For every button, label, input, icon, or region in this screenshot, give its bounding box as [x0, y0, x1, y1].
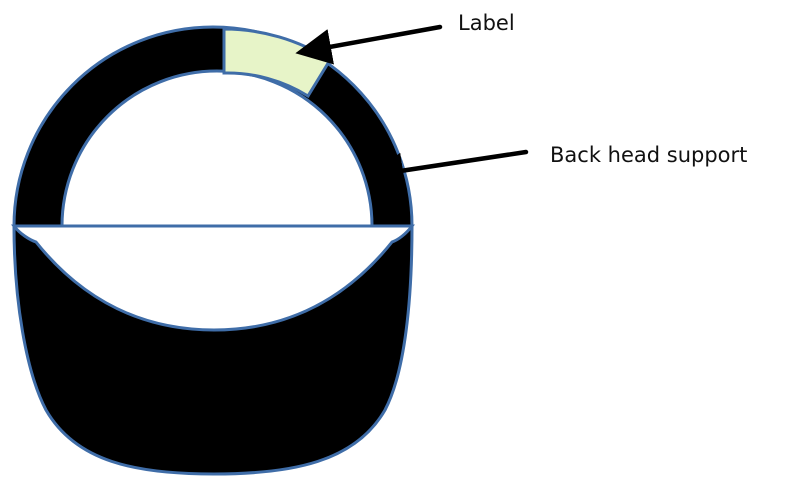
- back-head-support-pointer-arrow: [367, 149, 529, 189]
- label-callout-text: Label: [458, 11, 515, 35]
- inner-opening: [10, 224, 416, 332]
- head-ring: [12, 25, 414, 228]
- back-head-support-callout-text: Back head support: [550, 143, 747, 167]
- label-patch: [222, 27, 333, 99]
- label-pointer-arrow: [295, 24, 443, 65]
